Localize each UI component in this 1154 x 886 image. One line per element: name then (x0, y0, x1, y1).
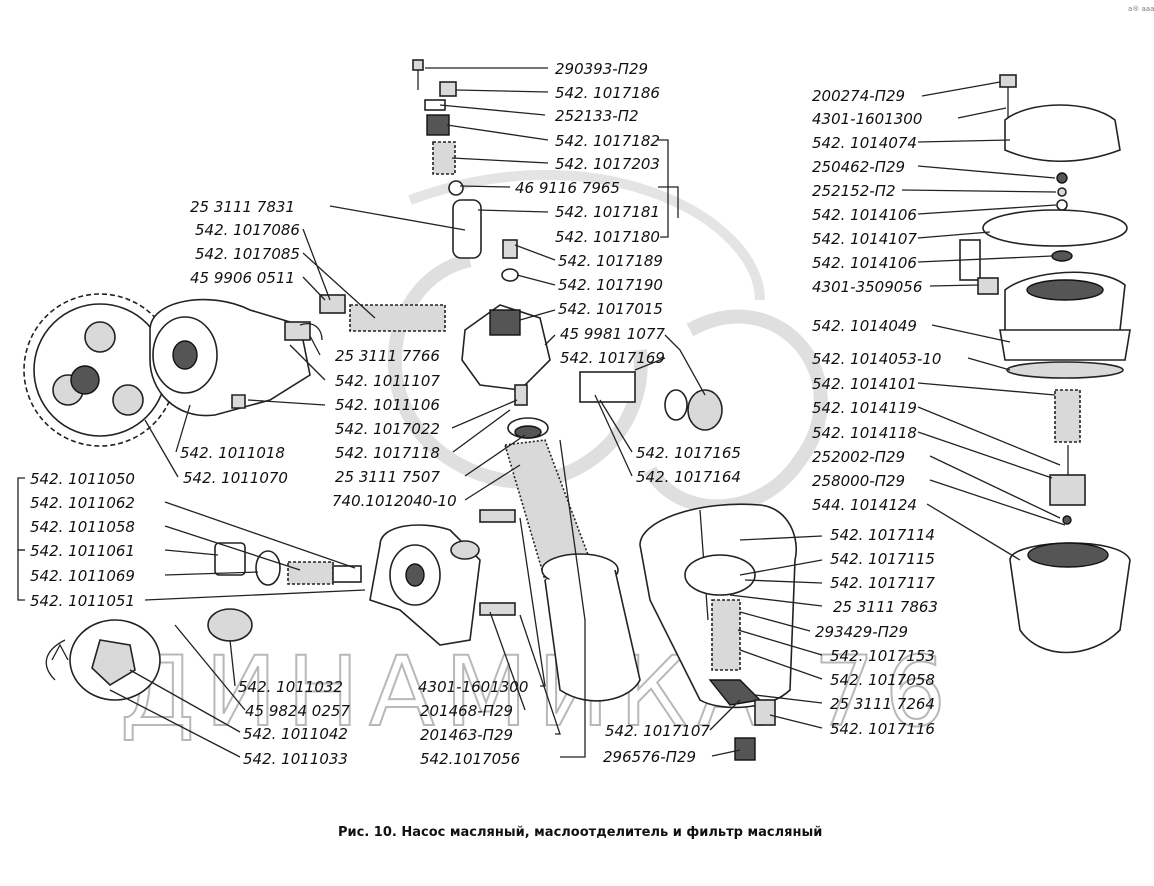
part-label: 542. 1017189 (558, 252, 663, 270)
part-label: 542. 1017086 (195, 221, 300, 239)
part-label: 45 9981 1077 (560, 325, 665, 343)
part-label: 542. 1017107 (605, 722, 710, 740)
part-label: 200274-П29 (812, 87, 905, 105)
part-label: 296576-П29 (603, 748, 696, 766)
part-labels: 290393-П29 542. 1017186 252133-П2 542. 1… (30, 60, 941, 768)
part-label: 542. 1017114 (830, 526, 935, 544)
part-label: 290393-П29 (555, 60, 648, 78)
part-label: 542. 1011061 (30, 542, 135, 560)
drive-gear (23, 293, 177, 447)
part-label: 542. 1017169 (560, 349, 665, 367)
part-label: 542. 1017116 (830, 720, 935, 738)
part-label: 542. 1017186 (555, 84, 660, 102)
part-label: 542. 1014106 (812, 206, 917, 224)
part-label: 542. 1014049 (812, 317, 917, 335)
part-label: 25 3111 7264 (830, 695, 935, 713)
separator-body (319, 294, 723, 431)
pump-lower-housing (369, 509, 516, 646)
part-label: 542. 1017153 (830, 647, 935, 665)
part-label: 542. 1017182 (555, 132, 660, 150)
part-label: 45 9824 0257 (245, 702, 350, 720)
part-label: 542. 1017181 (555, 203, 660, 221)
part-label: 542. 1017190 (558, 276, 663, 294)
part-label: 25 3111 7863 (833, 598, 938, 616)
part-label: 542. 1011106 (335, 396, 440, 414)
centrifuge-assembly (959, 74, 1131, 654)
part-label: 252152-П2 (812, 182, 896, 200)
part-label: 4301-1601300 (418, 678, 528, 696)
pump-housing (149, 298, 323, 417)
part-label: 542. 1017118 (335, 444, 440, 462)
corner-mark: a® aaa (1128, 5, 1154, 13)
part-label: 258000-П29 (812, 472, 905, 490)
part-label: 542. 1011107 (335, 372, 440, 390)
part-label: 542. 1011070 (183, 469, 288, 487)
figure-caption: Рис. 10. Насос масляный, маслоотделитель… (338, 825, 822, 840)
part-label: 542. 1011033 (243, 750, 348, 768)
part-label: 740.1012040-10 (332, 492, 457, 510)
part-label: 4301-1601300 (812, 110, 922, 128)
part-label: 25 3111 7766 (335, 347, 440, 365)
part-label: 252133-П2 (555, 107, 639, 125)
part-label: 542. 1011062 (30, 494, 135, 512)
part-label: 542. 1014119 (812, 399, 917, 417)
part-label: 542. 1011069 (30, 567, 135, 585)
part-label: 542. 1017058 (830, 671, 935, 689)
part-label: 542. 1011032 (238, 678, 343, 696)
part-label: 542. 1014118 (812, 424, 917, 442)
part-label: 25 3111 7831 (190, 198, 295, 216)
part-label: 542. 1014074 (812, 134, 917, 152)
part-label: 542. 1011058 (30, 518, 135, 536)
part-label: 542. 1017085 (195, 245, 300, 263)
part-label: 542. 1017015 (558, 300, 663, 318)
part-label: 25 3111 7507 (335, 468, 440, 486)
part-label: 542. 1017164 (636, 468, 741, 486)
part-label: 201463-П29 (420, 726, 513, 744)
part-label: 542. 1014101 (812, 375, 917, 393)
part-label: 542. 1011051 (30, 592, 135, 610)
part-label: 542. 1014106 (812, 254, 917, 272)
part-label: 45 9906 0511 (190, 269, 295, 287)
part-label: 4301-3509056 (812, 278, 922, 296)
part-label: 46 9116 7965 (515, 179, 620, 197)
part-drawings (23, 59, 1131, 761)
part-label: 542. 1017117 (830, 574, 935, 592)
part-label: 542. 1017203 (555, 155, 660, 173)
leader-lines (17, 67, 1066, 758)
part-label: 542. 1011050 (30, 470, 135, 488)
part-label: 542. 1017022 (335, 420, 440, 438)
part-label: 542.1017056 (420, 750, 520, 768)
part-label: 542. 1014053-10 (812, 350, 941, 368)
part-label: 250462-П29 (812, 158, 905, 176)
part-label: 542. 1011018 (180, 444, 285, 462)
separator-valve-stack (412, 59, 519, 282)
part-label: 542. 1011042 (243, 725, 348, 743)
pump-rotor (45, 608, 253, 701)
part-label: 542. 1017165 (636, 444, 741, 462)
part-label: 293429-П29 (815, 623, 908, 641)
part-label: 542. 1017180 (555, 228, 660, 246)
part-label: 542. 1017115 (830, 550, 935, 568)
pump-valve-parts (214, 542, 362, 586)
part-label: 542. 1014107 (812, 230, 917, 248)
part-label: 544. 1014124 (812, 496, 917, 514)
part-label: 252002-П29 (812, 448, 905, 466)
part-label: 201468-П29 (420, 702, 513, 720)
